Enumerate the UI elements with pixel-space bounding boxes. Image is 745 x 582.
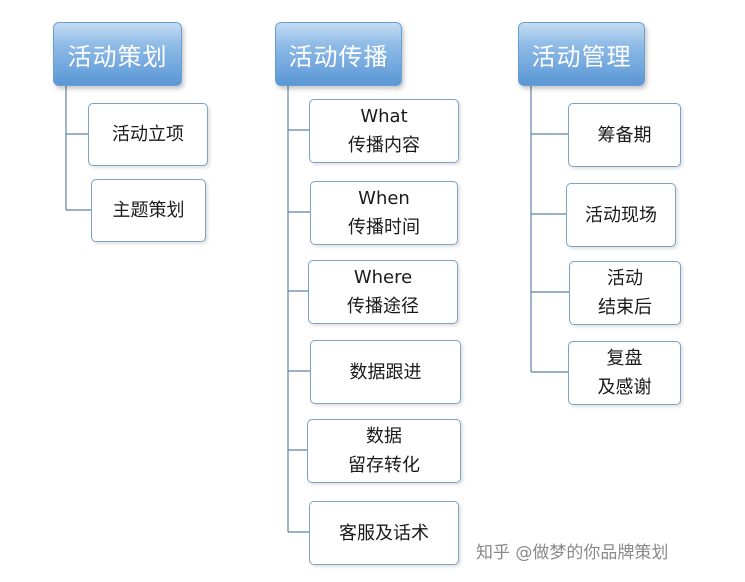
node-label: 复盘: [606, 348, 643, 369]
node-label: 结束后: [598, 297, 652, 318]
node-label: 留存转化: [348, 455, 420, 476]
node-review-thanks: 复盘 及感谢: [568, 341, 681, 405]
node-label: 活动立项: [112, 124, 184, 145]
node-where-channel: Where 传播途径: [308, 260, 458, 324]
header-label: 活动管理: [531, 42, 632, 71]
node-after-event: 活动 结束后: [569, 261, 681, 325]
node-label-en: When: [358, 188, 410, 209]
node-label: 传播时间: [348, 217, 420, 238]
watermark: 知乎 @做梦的你品牌策划: [476, 543, 669, 563]
node-on-site: 活动现场: [566, 183, 676, 247]
node-label: 活动现场: [585, 204, 657, 226]
node-preparation: 筹备期: [568, 103, 681, 167]
node-label: 筹备期: [597, 124, 652, 146]
node-label: 数据跟进: [349, 361, 422, 383]
header-activity-management: 活动管理: [518, 22, 645, 86]
node-label-en: What: [360, 106, 408, 127]
node-when-time: When 传播时间: [310, 181, 458, 245]
header-label: 活动传播: [288, 42, 389, 71]
node-label-en: Where: [353, 267, 413, 288]
node-customer-service: 客服及话术: [309, 501, 459, 565]
header-activity-promotion: 活动传播: [275, 22, 402, 86]
node-label: 数据: [366, 426, 402, 447]
node-label: 传播内容: [348, 135, 420, 156]
node-theme-planning: 主题策划: [91, 179, 206, 242]
node-label: 及感谢: [597, 377, 652, 398]
header-label: 活动策划: [67, 42, 168, 71]
node-data-retention: 数据 留存转化: [307, 419, 461, 483]
header-activity-planning: 活动策划: [53, 22, 182, 86]
node-label: 传播途径: [347, 296, 419, 317]
node-label: 主题策划: [112, 200, 185, 221]
node-label: 活动: [607, 268, 643, 289]
node-data-tracking: 数据跟进: [310, 340, 461, 404]
node-project-approval: 活动立项: [88, 103, 208, 166]
node-what-content: What 传播内容: [309, 99, 459, 163]
node-label: 客服及话术: [339, 522, 429, 544]
